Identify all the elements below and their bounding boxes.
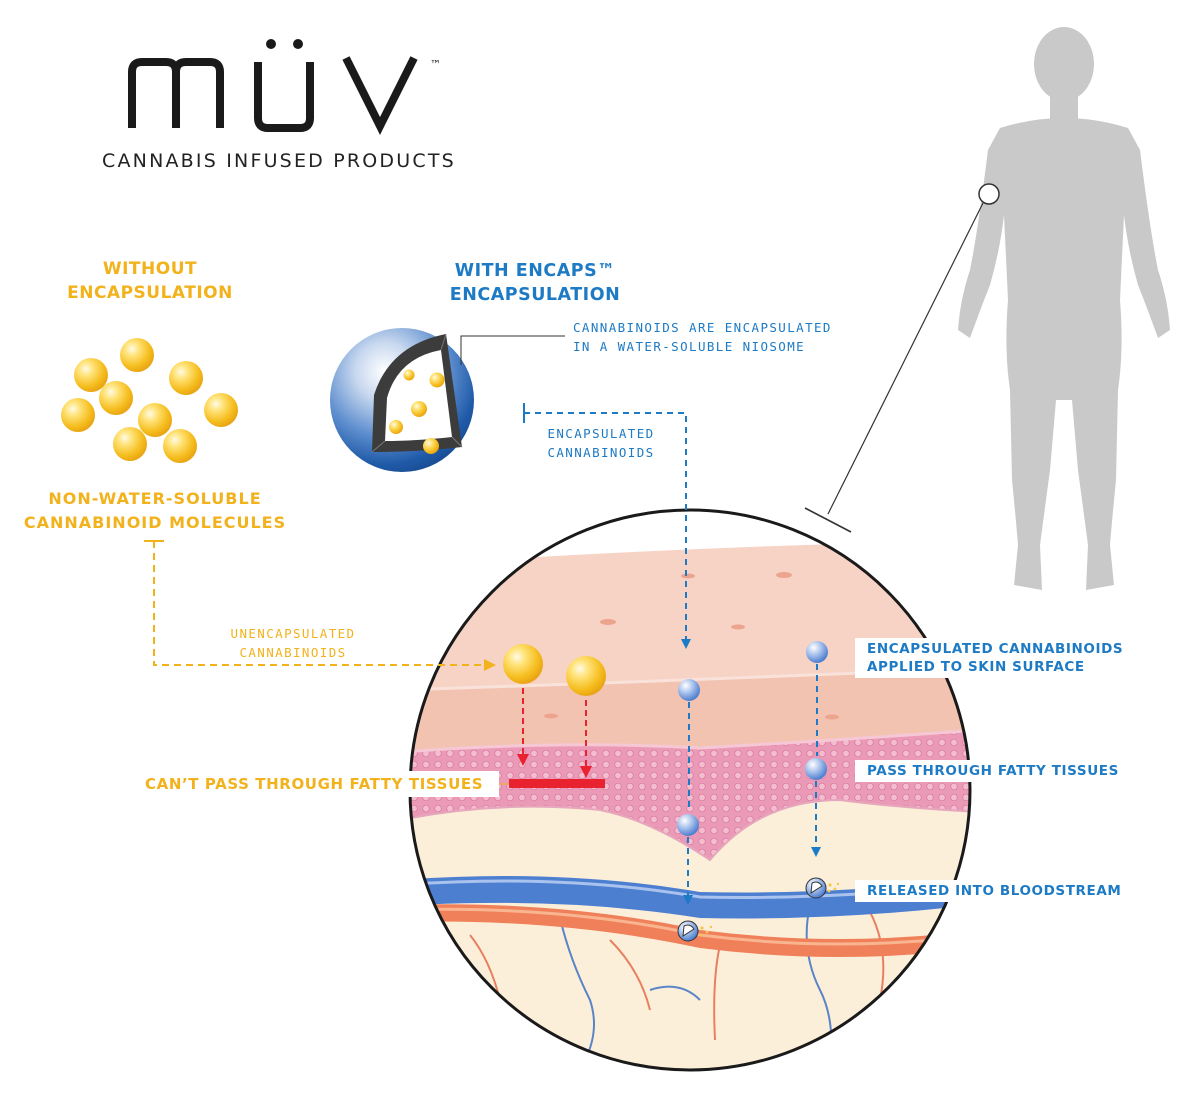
callout-line: ENCAPSULATED CANNABINOIDS bbox=[867, 641, 1124, 657]
applied-to-skin-callout: ENCAPSULATED CANNABINOIDS APPLIED TO SKI… bbox=[855, 638, 1138, 678]
niosome-particle bbox=[677, 814, 699, 836]
yellow-sphere-icon bbox=[163, 429, 197, 463]
yellow-sphere-icon bbox=[74, 358, 108, 392]
zoom-pointer-cap bbox=[804, 507, 852, 533]
caption-line: CANNABINOID MOLECULES bbox=[23, 513, 287, 532]
yellow-sphere-icon bbox=[138, 403, 172, 437]
muv-logo bbox=[128, 39, 418, 135]
unencapsulated-path-arrow bbox=[153, 541, 496, 671]
heading-line: WITHOUT bbox=[102, 259, 198, 279]
yellow-sphere-icon bbox=[61, 398, 95, 432]
niosome-particle bbox=[806, 641, 828, 663]
yellow-sphere-icon bbox=[169, 361, 203, 395]
caption-line: NON-WATER-SOLUBLE bbox=[48, 489, 262, 508]
heading-line: ENCAPSULATION bbox=[67, 283, 233, 303]
human-silhouette-icon bbox=[958, 27, 1170, 590]
molecules-caption: NON-WATER-SOLUBLE CANNABINOID MOLECULES bbox=[20, 487, 290, 535]
callout-line: APPLIED TO SKIN SURFACE bbox=[867, 659, 1085, 675]
released-callout: RELEASED INTO BLOODSTREAM bbox=[855, 880, 1136, 902]
yellow-sphere-icon bbox=[120, 338, 154, 372]
label-line: CANNABINOIDS bbox=[547, 445, 655, 460]
fatty-tissue-barrier bbox=[509, 779, 605, 788]
note-line: CANNABINOIDS ARE ENCAPSULATED bbox=[573, 320, 832, 335]
niosome-particle bbox=[678, 679, 700, 701]
trademark-symbol: ™ bbox=[430, 58, 441, 71]
zoom-pointer-line bbox=[827, 202, 984, 515]
yellow-sphere-icon bbox=[99, 381, 133, 415]
magnified-skin-circle bbox=[410, 510, 970, 1070]
cannabinoid-molecule-cluster bbox=[61, 338, 238, 463]
niosome-particle bbox=[805, 758, 827, 780]
note-line: IN A WATER-SOLUBLE NIOSOME bbox=[573, 339, 806, 354]
skin-location-marker bbox=[978, 183, 1000, 205]
label-line: UNENCAPSULATED bbox=[230, 626, 356, 641]
brand-tagline: CANNABIS INFUSED PRODUCTS bbox=[102, 150, 456, 172]
label-line: CANNABINOIDS bbox=[239, 645, 347, 660]
without-encapsulation-heading: WITHOUT ENCAPSULATION bbox=[60, 257, 240, 305]
unencapsulated-label: UNENCAPSULATED CANNABINOIDS bbox=[218, 624, 368, 662]
encapsulated-label: ENCAPSULATED CANNABINOIDS bbox=[536, 424, 666, 462]
yellow-sphere-icon bbox=[113, 427, 147, 461]
yellow-sphere-icon bbox=[566, 656, 606, 696]
heading-line: ENCAPSULATION bbox=[449, 285, 621, 305]
label-line: ENCAPSULATED bbox=[547, 426, 655, 441]
yellow-sphere-icon bbox=[503, 644, 543, 684]
pass-through-callout: PASS THROUGH FATTY TISSUES bbox=[855, 760, 1133, 782]
released-niosome-icon bbox=[677, 920, 713, 942]
heading-line: WITH ENCAPS™ bbox=[454, 261, 616, 281]
with-encaps-heading: WITH ENCAPS™ ENCAPSULATION bbox=[440, 259, 630, 307]
released-niosome-icon bbox=[805, 877, 840, 899]
yellow-sphere-icon bbox=[204, 393, 238, 427]
niosome-note: CANNABINOIDS ARE ENCAPSULATED IN A WATER… bbox=[573, 318, 832, 356]
cant-pass-callout: CAN’T PASS THROUGH FATTY TISSUES bbox=[135, 771, 500, 797]
niosome-callout-line bbox=[460, 335, 565, 365]
niosome-sphere-icon bbox=[330, 328, 474, 472]
